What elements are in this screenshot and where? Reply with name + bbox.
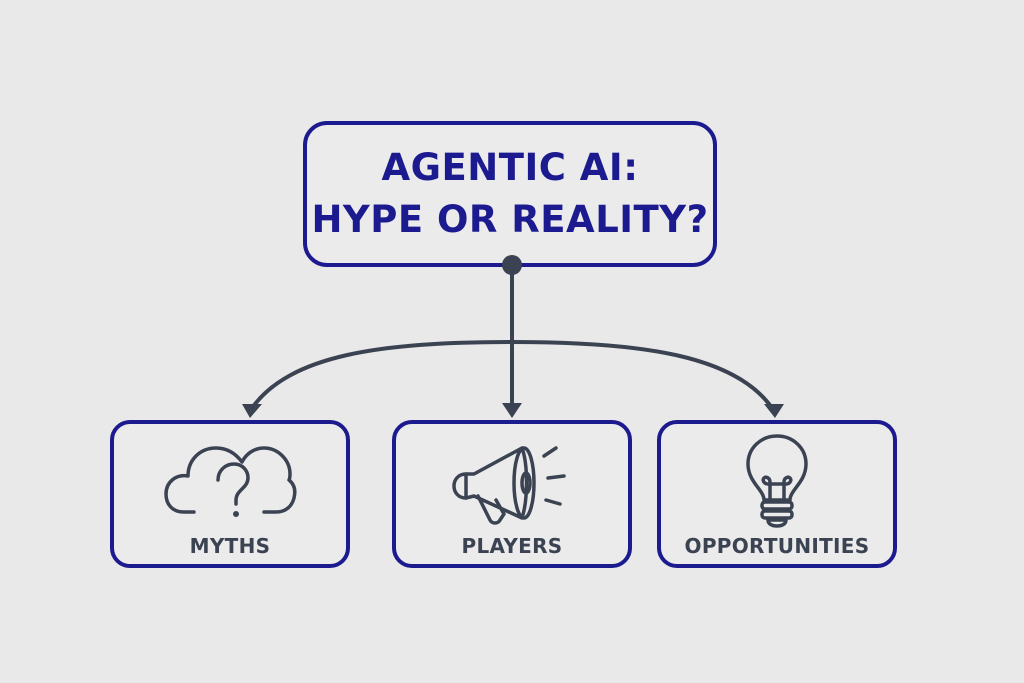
megaphone-icon bbox=[452, 446, 566, 525]
branch-label-players: PLAYERS bbox=[461, 534, 563, 558]
arrowhead-players bbox=[502, 403, 522, 418]
arrow-to-myths bbox=[250, 340, 514, 410]
arrowhead-myths bbox=[242, 404, 262, 418]
main-title-line-2: HYPE OR REALITY? bbox=[311, 198, 709, 241]
branch-box-players: PLAYERS bbox=[392, 420, 632, 568]
lightbulb-icon bbox=[746, 434, 808, 528]
main-title-line-1: AGENTIC AI: bbox=[381, 146, 639, 189]
branch-box-opportunities: OPPORTUNITIES bbox=[657, 420, 897, 568]
branch-box-myths: MYTHS bbox=[110, 420, 350, 568]
arrowhead-opportunities bbox=[764, 404, 784, 418]
main-topic-box: AGENTIC AI: HYPE OR REALITY? bbox=[303, 121, 717, 267]
branch-label-myths: MYTHS bbox=[189, 534, 271, 558]
branch-label-opportunities: OPPORTUNITIES bbox=[684, 534, 870, 558]
arrow-to-opportunities bbox=[510, 340, 774, 410]
cloud-question-icon bbox=[164, 446, 297, 517]
connector-origin-dot bbox=[502, 255, 522, 275]
